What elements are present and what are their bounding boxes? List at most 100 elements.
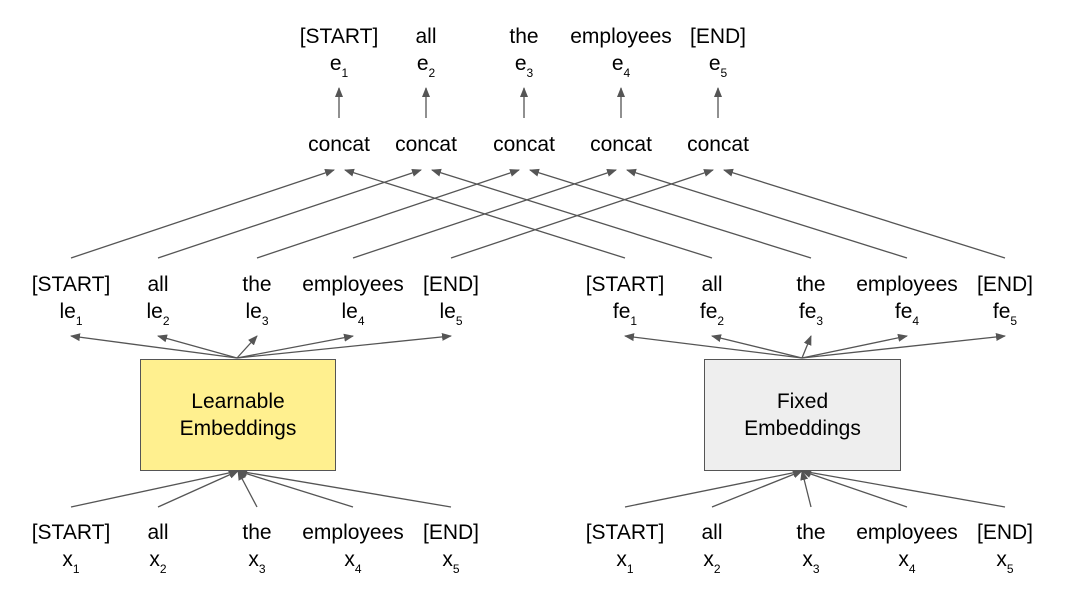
arrow-fixed-to-concat-5 — [723, 168, 1006, 259]
learnable-input-word-5: [END] — [422, 521, 480, 544]
output-word-3: the — [509, 25, 539, 48]
fixed-input-symbol-1-subscript: 1 — [626, 562, 634, 576]
learnable-input-word-4: employees — [302, 521, 404, 544]
output-symbol-1-symbol: e — [329, 52, 342, 75]
fixed-input-symbol-3: x3 — [802, 548, 819, 575]
fixed-embed-word-3: the — [796, 273, 826, 296]
output-symbol-3-symbol: e — [514, 52, 527, 75]
learnable-input-symbol-3-symbol: x — [248, 548, 259, 571]
learnable-embed-symbol-5: le5 — [439, 300, 462, 327]
arrow-fixed-input-to-box-5 — [801, 468, 1006, 508]
learnable-input-word-1: [START] — [31, 521, 111, 544]
fixed-input-word-5: [END] — [976, 521, 1034, 544]
output-symbol-4-symbol: e — [611, 52, 624, 75]
output-symbol-3-subscript: 3 — [526, 66, 534, 80]
output-symbol-4: e4 — [611, 52, 630, 79]
arrow-learnable-to-concat-3 — [256, 169, 520, 259]
learnable-input-symbol-2-subscript: 2 — [159, 562, 167, 576]
fixed-embed-symbol-5-symbol: fe — [992, 300, 1011, 323]
learnable-embed-symbol-4-subscript: 4 — [357, 314, 365, 328]
arrow-learnable-input-to-box-2 — [157, 470, 239, 508]
arrow-fixed-box-to-embed-1 — [624, 333, 803, 359]
fixed-input-symbol-4: x4 — [898, 548, 915, 575]
fixed-embed-symbol-3: fe3 — [799, 300, 823, 327]
output-symbol-5-subscript: 5 — [720, 66, 728, 80]
learnable-input-symbol-2: x2 — [149, 548, 166, 575]
fixed-embed-word-4: employees — [856, 273, 958, 296]
arrow-fixed-to-concat-3 — [529, 168, 812, 259]
fixed-embed-symbol-2-subscript: 2 — [717, 314, 725, 328]
fixed-input-symbol-1: x1 — [616, 548, 633, 575]
output-symbol-2-symbol: e — [416, 52, 429, 75]
learnable-input-symbol-4-symbol: x — [344, 548, 355, 571]
learnable-embed-symbol-3-subscript: 3 — [261, 314, 269, 328]
arrow-fixed-to-concat-1 — [344, 168, 626, 259]
learnable-embed-word-3: the — [242, 273, 272, 296]
learnable-embed-word-5: [END] — [422, 273, 480, 296]
learnable-input-symbol-4: x4 — [344, 548, 361, 575]
learnable-input-symbol-3-subscript: 3 — [258, 562, 266, 576]
learnable-embed-symbol-1-symbol: le — [59, 300, 76, 323]
learnable-embed-symbol-5-subscript: 5 — [455, 314, 463, 328]
fixed-input-word-4: employees — [856, 521, 958, 544]
arrow-learnable-to-concat-5 — [450, 169, 714, 259]
learnable-embed-word-2: all — [147, 273, 169, 296]
arrow-fixed-input-to-box-1 — [624, 468, 803, 508]
fixed-input-symbol-2-symbol: x — [703, 548, 714, 571]
learnable-embed-symbol-3: le3 — [245, 300, 268, 327]
output-symbol-5-symbol: e — [708, 52, 721, 75]
fixed-input-symbol-1-symbol: x — [616, 548, 627, 571]
fixed-input-symbol-5-symbol: x — [996, 548, 1007, 571]
output-symbol-1: e1 — [329, 52, 348, 79]
fixed-embed-symbol-4: fe4 — [894, 300, 919, 327]
fixed-embed-symbol-4-subscript: 4 — [912, 314, 920, 328]
concat-label-1: concat — [308, 133, 370, 156]
arrow-fixed-to-concat-2 — [431, 168, 713, 259]
fixed-input-word-1: [START] — [585, 521, 665, 544]
fixed-input-symbol-3-symbol: x — [802, 548, 813, 571]
output-word-2: all — [415, 25, 437, 48]
output-symbol-5: e5 — [708, 52, 727, 79]
arrow-fixed-box-to-embed-4 — [801, 333, 908, 359]
learnable-embed-symbol-4-symbol: le — [341, 300, 358, 323]
output-symbol-2: e2 — [416, 52, 435, 79]
arrow-fixed-box-to-embed-2 — [711, 334, 803, 359]
learnable-box-label-line2: Embeddings — [179, 417, 297, 440]
fixed-embed-symbol-2-symbol: fe — [699, 300, 718, 323]
output-symbol-2-subscript: 2 — [428, 66, 436, 80]
fixed-embed-symbol-1-symbol: fe — [612, 300, 631, 323]
fixed-embed-word-1: [START] — [585, 273, 665, 296]
arrow-learnable-to-concat-1 — [70, 169, 335, 259]
fixed-embed-symbol-4-symbol: fe — [894, 300, 913, 323]
output-word-1: [START] — [299, 25, 379, 48]
learnable-embed-symbol-2-subscript: 2 — [162, 314, 170, 328]
arrow-fixed-box-to-embed-5 — [801, 332, 1006, 359]
learnable-input-symbol-4-subscript: 4 — [354, 562, 362, 576]
fixed-embed-word-5: [END] — [976, 273, 1034, 296]
output-word-5: [END] — [689, 25, 747, 48]
arrow-learnable-box-to-embed-2 — [157, 334, 238, 359]
arrow-fixed-to-concat-4 — [626, 168, 908, 259]
output-symbol-4-subscript: 4 — [623, 66, 631, 80]
learnable-embed-symbol-5-symbol: le — [439, 300, 456, 323]
fixed-embed-symbol-1: fe1 — [612, 300, 637, 327]
fixed-box-label-line2: Embeddings — [744, 417, 861, 440]
arrow-learnable-box-to-embed-5 — [236, 332, 452, 359]
fixed-input-symbol-2: x2 — [703, 548, 720, 575]
learnable-box-label-line1: Learnable — [191, 390, 285, 413]
arrow-fixed-input-to-box-2 — [711, 470, 803, 508]
learnable-input-symbol-1: x1 — [62, 548, 79, 575]
output-word-4: employees — [570, 25, 672, 48]
learnable-embed-symbol-3-symbol: le — [245, 300, 262, 323]
fixed-embed-word-2: all — [701, 273, 723, 296]
learnable-input-symbol-1-subscript: 1 — [72, 562, 80, 576]
output-symbol-3: e3 — [514, 52, 533, 79]
fixed-embed-symbol-3-subscript: 3 — [816, 314, 824, 328]
learnable-input-symbol-2-symbol: x — [149, 548, 160, 571]
learnable-embed-word-1: [START] — [31, 273, 111, 296]
learnable-input-symbol-5-subscript: 5 — [452, 562, 460, 576]
fixed-embeddings-box: Fixed Embeddings — [704, 359, 901, 471]
learnable-input-symbol-5-symbol: x — [442, 548, 453, 571]
fixed-input-symbol-3-subscript: 3 — [812, 562, 820, 576]
fixed-input-symbol-5: x5 — [996, 548, 1013, 575]
